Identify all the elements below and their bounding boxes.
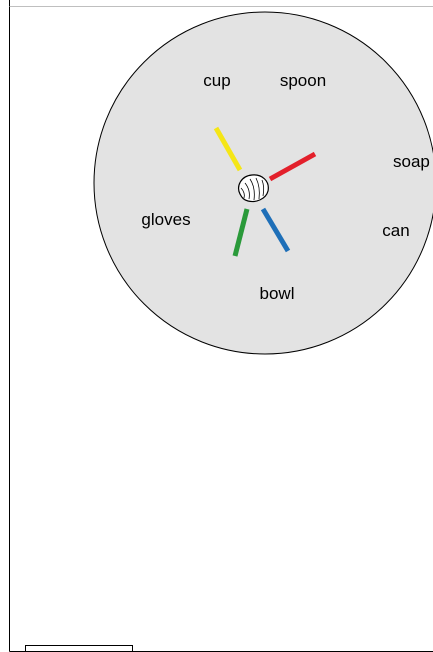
label-gloves: gloves [141,210,190,229]
label-bowl: bowl [260,284,295,303]
label-spoon: spoon [280,71,326,90]
shell-icon [239,175,269,202]
label-can: can [382,221,409,240]
bottom-tab [26,646,133,652]
label-soap: soap [393,152,430,171]
label-cup: cup [203,71,230,90]
